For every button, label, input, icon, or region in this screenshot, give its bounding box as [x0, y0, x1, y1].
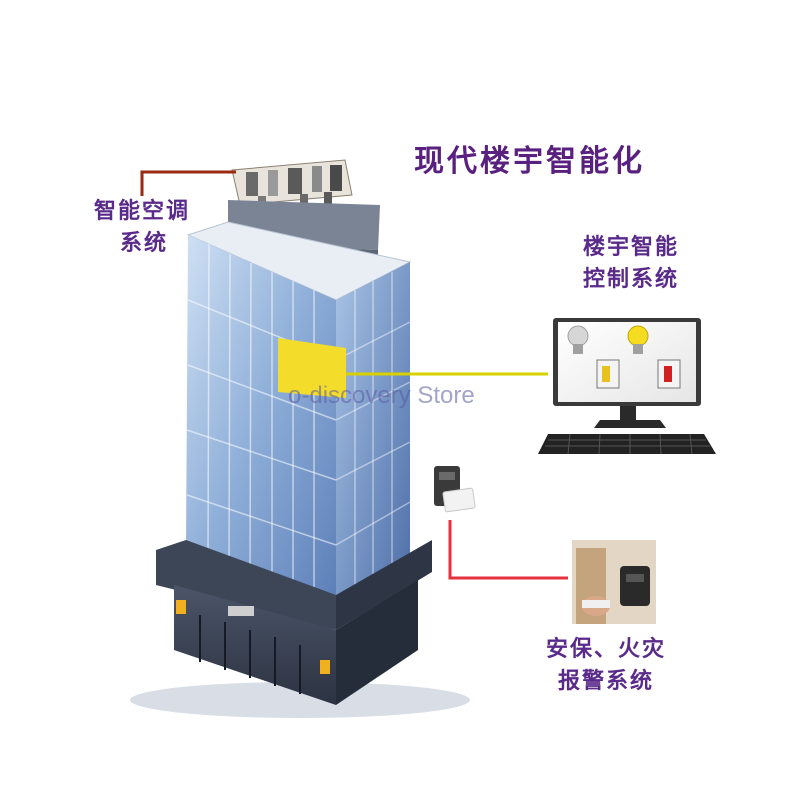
side-facade — [336, 262, 410, 600]
entrance-sign — [228, 606, 254, 616]
control-system-label-line1: 楼宇智能 — [583, 235, 680, 260]
switch-off-icon — [596, 359, 620, 389]
podium-side-top — [336, 540, 432, 630]
security-system-label: 安保、火灾 报警系统 — [546, 634, 666, 698]
podium-top — [156, 540, 336, 630]
front-facade — [186, 235, 336, 600]
security-alarm-image — [572, 540, 656, 624]
entrance-doors — [199, 615, 301, 694]
entrance-light-left — [176, 600, 186, 614]
keyboard — [538, 434, 716, 454]
switch-on-icon — [657, 359, 681, 389]
podium-front — [174, 585, 336, 705]
security-system-label-line2: 报警系统 — [558, 668, 655, 694]
ac-connector-line — [140, 170, 236, 196]
front-window-grid — [186, 243, 337, 592]
bulb-off-icon — [567, 325, 589, 354]
card-reader-icon — [434, 466, 476, 513]
security-system-label-line1: 安保、火灾 — [546, 637, 667, 662]
control-system-label-line2: 控制系统 — [583, 266, 680, 292]
ac-system-label: 智能空调 系统 — [94, 196, 190, 260]
building — [156, 159, 432, 705]
building-shadow — [130, 682, 470, 718]
control-monitor — [538, 318, 716, 455]
ac-system-label-line1: 智能空调 — [94, 199, 191, 224]
monitor-base — [594, 420, 666, 428]
entrance-light-right — [320, 660, 330, 674]
store-watermark: o-discovery Store — [288, 382, 475, 409]
security-connector-line — [448, 520, 568, 580]
ac-system-label-line2: 系统 — [120, 230, 169, 256]
side-window-grid — [335, 272, 411, 588]
bulb-on-icon — [627, 325, 649, 354]
diagram-title: 现代楼宇智能化 — [414, 144, 645, 179]
keyboard-keys — [545, 433, 710, 455]
control-system-label: 楼宇智能 控制系统 — [583, 232, 679, 296]
podium-side — [336, 580, 418, 705]
monitor-stand — [620, 406, 636, 420]
highlighted-windows — [278, 338, 346, 398]
